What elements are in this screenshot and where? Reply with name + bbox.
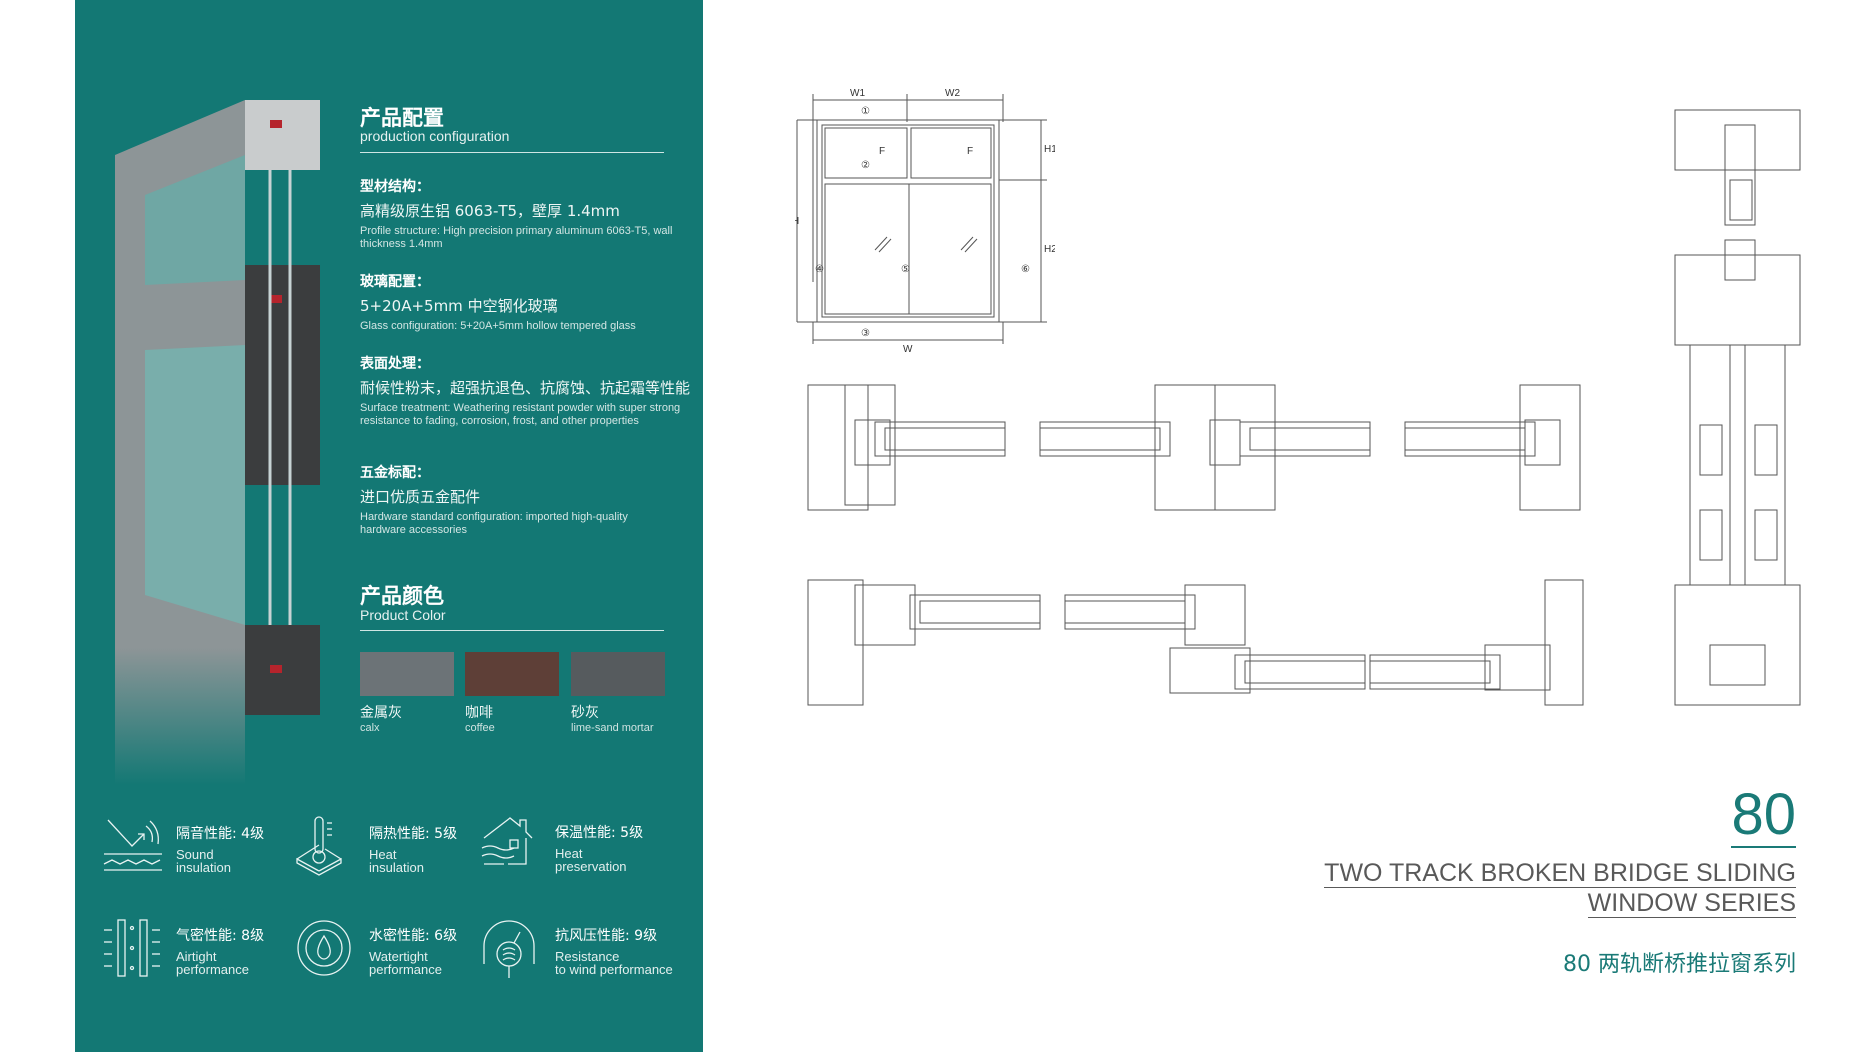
wind-gauge-icon <box>480 918 538 985</box>
marker-6: ⑥ <box>1021 264 1030 275</box>
swatch-label-cn: 砂灰 <box>571 705 599 721</box>
section-row-2 <box>807 579 1584 706</box>
series-title-cn: 80 两轨断桥推拉窗系列 <box>1563 952 1796 977</box>
perf-label-en: Sound <box>176 847 214 862</box>
series-number: 80 <box>1731 782 1796 848</box>
swatch-label-en: lime-sand mortar <box>571 722 654 734</box>
config-section-surface: 表面处理： 耐候性粉末，超强抗退色、抗腐蚀、抗起霜等性能 Surface tre… <box>360 353 690 428</box>
config-title: 产品配置 <box>360 106 444 130</box>
perf-label-cn: 隔热性能: 5级 <box>369 826 458 842</box>
perf-label-en: insulation <box>176 860 231 875</box>
window-elevation-drawing: W1 W2 W H H1 H2 F F ① ② ③ ④ ⑤ ⑥ <box>795 88 1055 354</box>
horizontal-section-drawings <box>807 384 1584 706</box>
dim-w2: W2 <box>945 88 960 99</box>
section-label: 型材结构： <box>360 179 430 195</box>
marker-3: ③ <box>861 328 870 339</box>
section-cn: 进口优质五金配件 <box>360 488 481 506</box>
swatch-lime-sand <box>571 652 665 696</box>
perf-label-en: Airtight <box>176 949 217 964</box>
perf-label-en: performance <box>369 962 442 977</box>
perf-label-en: Heat <box>369 847 397 862</box>
vertical-section-drawing <box>1674 109 1801 706</box>
colors-title: 产品颜色 <box>360 584 444 608</box>
perf-label-en: to wind performance <box>555 962 673 977</box>
series-title-line2: WINDOW SERIES <box>1587 889 1796 918</box>
swatch-calx <box>360 652 454 696</box>
colors-subtitle: Product Color <box>360 607 446 623</box>
dim-h: H <box>795 216 799 227</box>
swatch-label-cn: 金属灰 <box>360 705 402 721</box>
perf-label-en: performance <box>176 962 249 977</box>
perf-label-en: Heat <box>555 846 583 861</box>
section-en: Glass configuration: 5+20A+5mm hollow te… <box>360 320 636 332</box>
label-fixed: F <box>879 146 885 157</box>
config-subtitle: production configuration <box>360 128 510 144</box>
perf-label-en: insulation <box>369 860 424 875</box>
dim-h2: H2 <box>1044 244 1055 255</box>
dim-w: W <box>903 344 913 354</box>
dim-w1: W1 <box>850 88 865 99</box>
swatch-coffee <box>465 652 559 696</box>
section-en: Hardware standard configuration: importe… <box>360 511 628 536</box>
section-cn: 高精级原生铝 6063-T5，壁厚 1.4mm <box>360 202 620 220</box>
section-en: Surface treatment: Weathering resistant … <box>360 402 681 427</box>
perf-label-cn: 隔音性能: 4级 <box>176 826 265 842</box>
marker-1: ① <box>861 106 870 117</box>
section-label: 玻璃配置： <box>360 274 430 290</box>
swatch-label-cn: 咖啡 <box>465 705 493 721</box>
section-label: 表面处理： <box>360 356 430 372</box>
sound-icon <box>100 818 164 879</box>
section-cn: 5+20A+5mm 中空钢化玻璃 <box>360 297 558 315</box>
config-section-profile: 型材结构： 高精级原生铝 6063-T5，壁厚 1.4mm Profile st… <box>360 176 680 251</box>
marker-4: ④ <box>815 264 824 275</box>
swatch-label-en: coffee <box>465 722 495 734</box>
config-section-glass: 玻璃配置： 5+20A+5mm 中空钢化玻璃 Glass configurati… <box>360 271 690 333</box>
perf-label-en: preservation <box>555 859 627 874</box>
thermometer-icon <box>295 815 345 882</box>
water-drop-icon <box>295 918 353 983</box>
perf-label-en: Resistance <box>555 949 620 964</box>
marker-2: ② <box>861 160 870 171</box>
series-title: TWO TRACK BROKEN BRIDGE SLIDING WINDOW S… <box>1324 858 1796 918</box>
perf-label-cn: 保温性能: 5级 <box>555 825 644 841</box>
swatch-label-en: calx <box>360 722 380 734</box>
perf-label-cn: 水密性能: 6级 <box>369 928 458 944</box>
section-en: Profile structure: High precision primar… <box>360 225 673 250</box>
perf-label-cn: 气密性能: 8级 <box>176 928 265 944</box>
profile-product-image <box>115 100 320 785</box>
house-icon <box>480 816 536 877</box>
section-cn: 耐候性粉末，超强抗退色、抗腐蚀、抗起霜等性能 <box>360 379 691 397</box>
divider <box>360 630 664 631</box>
series-title-line1: TWO TRACK BROKEN BRIDGE SLIDING <box>1324 859 1796 888</box>
series-number-wrap: 80 <box>1731 786 1796 848</box>
divider <box>360 152 664 153</box>
section-label: 五金标配： <box>360 465 430 481</box>
perf-label-cn: 抗风压性能: 9级 <box>555 928 658 944</box>
config-section-hardware: 五金标配： 进口优质五金配件 Hardware standard configu… <box>360 462 670 537</box>
perf-label-en: Watertight <box>369 949 428 964</box>
section-row-1 <box>807 384 1581 511</box>
airtight-icon <box>100 918 164 983</box>
marker-5: ⑤ <box>901 264 910 275</box>
label-fixed: F <box>967 146 973 157</box>
dim-h1: H1 <box>1044 144 1055 155</box>
